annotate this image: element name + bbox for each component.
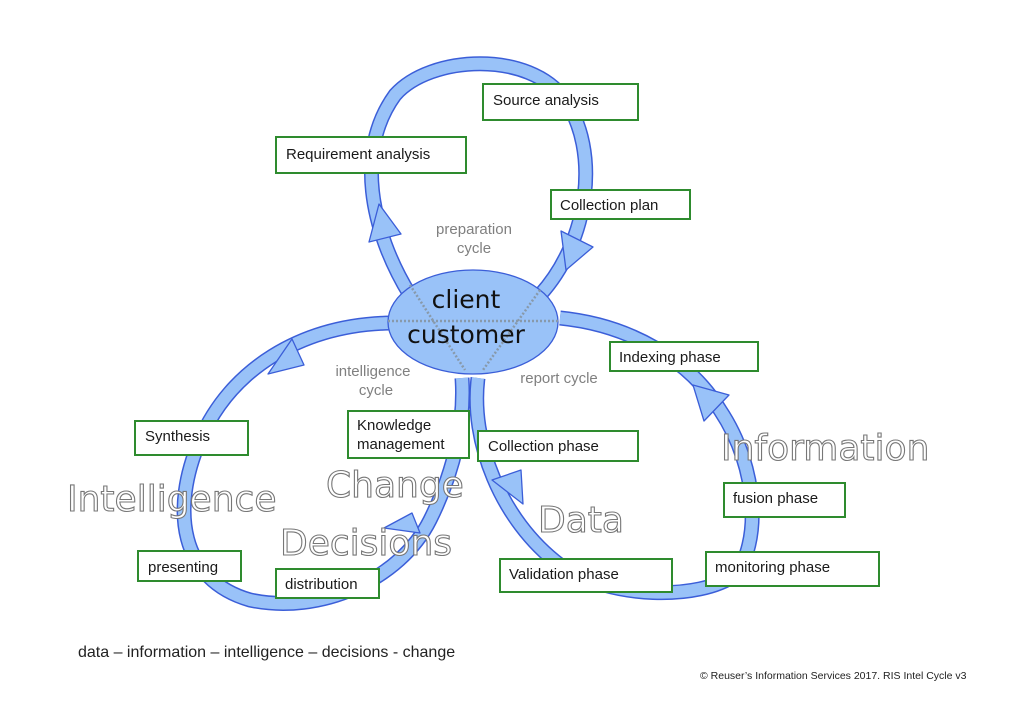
arrow-down-icon [560, 230, 594, 271]
intelligence-cycle-label: intelligence [335, 363, 410, 380]
phase-label: monitoring phase [715, 559, 830, 576]
intelligence-ring [178, 317, 469, 610]
report-cycle-label: report cycle [520, 370, 598, 387]
phase-label: Knowledge [357, 417, 431, 434]
phase-box-collection-plan: Collection plan [550, 189, 691, 220]
arrow-down-right-icon [491, 469, 524, 505]
word-information: Information [721, 428, 929, 469]
arrow-up-left-icon [692, 384, 730, 422]
phase-label-2: management [357, 436, 445, 453]
copyright-notice: © Reuser’s Information Services 2017. RI… [700, 670, 967, 682]
phase-box-collection-phase: Collection phase [477, 430, 639, 462]
phase-box-indexing-phase: Indexing phase [609, 341, 759, 372]
phase-box-source-analysis: Source analysis [482, 83, 639, 121]
phase-label: Collection phase [488, 438, 599, 455]
phase-box-requirement-analysis: Requirement analysis [275, 136, 467, 174]
preparation-cycle-label-2: cycle [457, 240, 491, 257]
phase-box-monitoring-phase: monitoring phase [705, 551, 880, 587]
hub: client customer [387, 269, 559, 375]
arrow-up-icon [368, 203, 402, 243]
intelligence-cycle-label-2: cycle [359, 382, 393, 399]
phase-label: Source analysis [493, 92, 599, 109]
hub-label-customer: customer [407, 320, 525, 349]
arrow-up-right-icon [383, 512, 421, 534]
phase-box-distribution: distribution [275, 568, 380, 599]
phase-label: Indexing phase [619, 349, 721, 366]
phase-box-synthesis: Synthesis [134, 420, 249, 456]
word-decisions: Decisions [280, 523, 452, 564]
arrow-left-down-icon [267, 338, 305, 375]
phase-label: Synthesis [145, 428, 210, 445]
phase-label: distribution [285, 576, 358, 593]
word-intelligence: Intelligence [67, 479, 276, 520]
phase-label: fusion phase [733, 490, 818, 507]
arrowheads [267, 203, 730, 534]
phase-box-presenting: presenting [137, 550, 242, 582]
word-change: Change [326, 465, 464, 506]
preparation-cycle-label: preparation [436, 221, 512, 238]
phase-box-validation-phase: Validation phase [499, 558, 673, 593]
sequence-caption: data – information – intelligence – deci… [78, 644, 455, 661]
phase-label: Collection plan [560, 197, 658, 214]
phase-label: presenting [148, 559, 218, 576]
phase-label: Requirement analysis [286, 146, 430, 163]
phase-box-knowledge-management: Knowledge management [347, 410, 470, 459]
word-data: Data [538, 500, 624, 541]
phase-box-fusion-phase: fusion phase [723, 482, 846, 518]
phase-label: Validation phase [509, 566, 619, 583]
hub-label-client: client [432, 285, 501, 314]
